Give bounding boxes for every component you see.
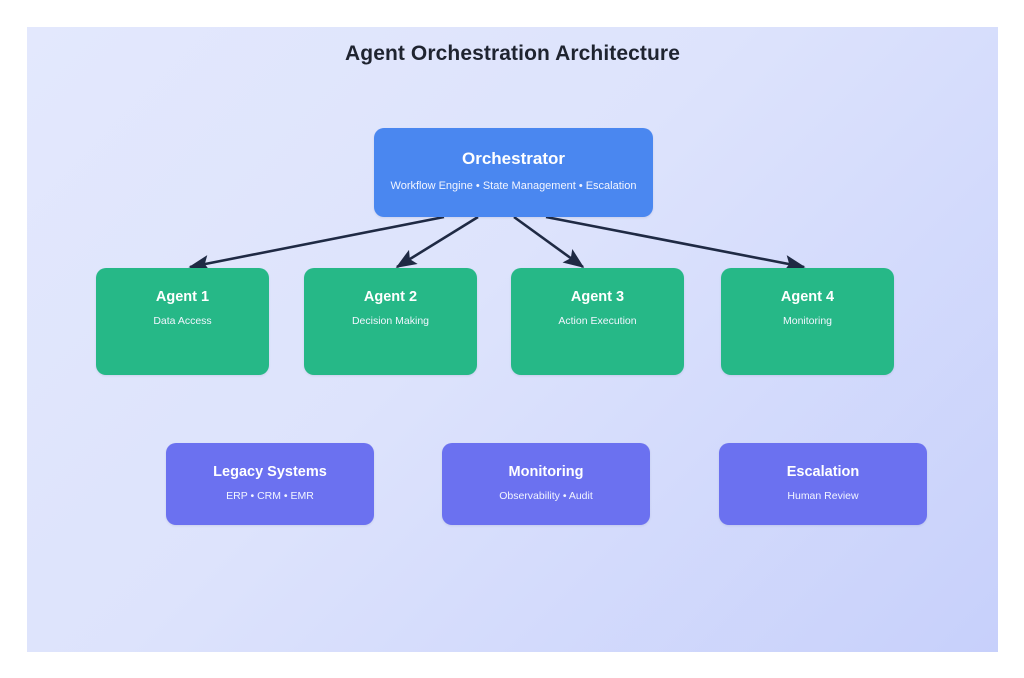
node-escalation-title: Escalation [786,464,860,480]
node-agent-1-title: Agent 1 [155,289,210,305]
node-agent-3-subtitle: Action Execution [558,314,637,327]
node-agent-4-title: Agent 4 [780,289,835,305]
node-orchestrator[interactable]: Orchestrator Workflow Engine • State Man… [374,128,653,217]
connector-orchestrator-to-agent-3 [513,215,585,269]
node-legacy-systems[interactable]: Legacy Systems ERP • CRM • EMR [166,443,374,525]
node-agent-4[interactable]: Agent 4 Monitoring [721,268,894,375]
connector-orchestrator-to-agent-4 [545,215,806,272]
node-orchestrator-title: Orchestrator [462,149,565,168]
node-monitoring-system-subtitle: Observability • Audit [499,489,593,502]
node-escalation-subtitle: Human Review [787,489,859,502]
node-agent-4-subtitle: Monitoring [782,314,833,327]
connector-orchestrator-to-agent-2 [395,215,479,269]
diagram-canvas: Agent Orchestration Architecture Orchest… [27,27,998,652]
node-agent-3-title: Agent 3 [570,289,625,305]
node-agent-2-subtitle: Decision Making [351,314,430,327]
node-orchestrator-subtitle: Workflow Engine • State Management • Esc… [390,179,637,192]
node-legacy-systems-title: Legacy Systems [213,464,327,480]
node-agent-3[interactable]: Agent 3 Action Execution [511,268,684,375]
node-agent-2[interactable]: Agent 2 Decision Making [304,268,477,375]
node-legacy-systems-subtitle: ERP • CRM • EMR [226,489,314,502]
node-monitoring-system[interactable]: Monitoring Observability • Audit [442,443,650,525]
node-agent-1[interactable]: Agent 1 Data Access [96,268,269,375]
node-agent-2-title: Agent 2 [363,289,418,305]
page-title: Agent Orchestration Architecture [345,42,680,65]
node-escalation[interactable]: Escalation Human Review [719,443,927,525]
node-monitoring-system-title: Monitoring [508,464,584,480]
node-agent-1-subtitle: Data Access [153,314,212,327]
connector-orchestrator-to-agent-1 [188,215,445,272]
